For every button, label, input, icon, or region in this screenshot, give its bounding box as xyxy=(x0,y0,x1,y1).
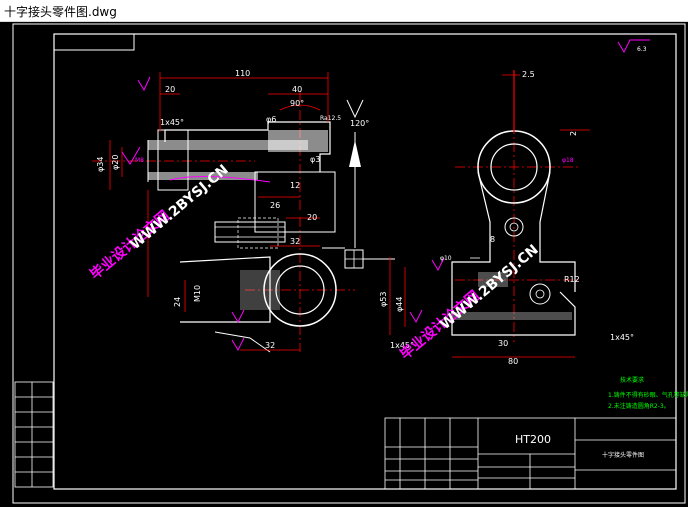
svg-text:32: 32 xyxy=(265,341,275,350)
svg-text:R12: R12 xyxy=(564,275,580,284)
svg-text:技术要求: 技术要求 xyxy=(620,376,644,384)
code-box xyxy=(53,33,135,51)
front-view-dimensions: 110 20 40 90° φ6 1x45° φ34 φ20 M8 12 φ3 … xyxy=(96,69,341,351)
svg-text:20: 20 xyxy=(307,213,317,222)
svg-text:24: 24 xyxy=(173,297,182,307)
svg-text:1.铸件不得有砂眼、气孔等缺陷。: 1.铸件不得有砂眼、气孔等缺陷。 xyxy=(608,391,688,399)
svg-text:110: 110 xyxy=(235,69,250,78)
svg-text:120°: 120° xyxy=(350,119,369,128)
svg-text:2: 2 xyxy=(569,131,578,136)
svg-text:1x45°: 1x45° xyxy=(610,333,634,342)
roughness-marks xyxy=(121,76,445,352)
inner-border xyxy=(53,33,677,490)
svg-text:6.3: 6.3 xyxy=(637,46,647,53)
svg-text:Ra12.5: Ra12.5 xyxy=(320,115,341,122)
part-name-label: 十字接头零件图 xyxy=(602,451,644,459)
svg-text:8: 8 xyxy=(490,235,495,244)
svg-text:φ18: φ18 xyxy=(562,157,574,164)
left-stamp-block xyxy=(14,381,54,488)
front-view xyxy=(92,92,395,353)
svg-text:φ44: φ44 xyxy=(395,297,404,312)
material-label: HT200 xyxy=(515,433,551,446)
svg-text:φ53: φ53 xyxy=(379,292,388,307)
svg-text:12: 12 xyxy=(290,181,300,190)
svg-text:26: 26 xyxy=(270,201,280,210)
svg-text:32: 32 xyxy=(290,237,300,246)
svg-text:40: 40 xyxy=(292,85,302,94)
watermark-right: 毕业设计论文网 WWW.2BYSJ.CN xyxy=(397,242,542,363)
svg-text:1x45°: 1x45° xyxy=(160,118,184,127)
svg-text:2.5: 2.5 xyxy=(522,70,535,79)
window-titlebar: 十字接头零件图.dwg xyxy=(0,0,688,22)
window-title: 十字接头零件图.dwg xyxy=(4,5,117,19)
svg-text:M8: M8 xyxy=(135,157,144,164)
svg-text:80: 80 xyxy=(508,357,518,366)
svg-text:90°: 90° xyxy=(290,99,304,108)
drawing-sheet: 6.3 xyxy=(12,23,688,504)
side-view-dimensions: 2.5 2 φ18 8 φ53 φ44 30 80 R12 1x45° 1x45… xyxy=(350,70,634,366)
corner-roughness-symbol: 6.3 xyxy=(617,39,650,54)
svg-text:2.未注铸造圆角R2-3。: 2.未注铸造圆角R2-3。 xyxy=(608,402,670,410)
svg-text:φ10: φ10 xyxy=(440,255,452,262)
outer-border xyxy=(12,23,686,504)
svg-text:φ20: φ20 xyxy=(111,155,120,170)
svg-text:30: 30 xyxy=(498,339,508,348)
svg-text:20: 20 xyxy=(165,85,175,94)
svg-text:M10: M10 xyxy=(193,285,202,302)
svg-text:φ3: φ3 xyxy=(310,155,320,164)
svg-text:φ6: φ6 xyxy=(266,115,276,124)
watermark-left: 毕业设计论文网 WWW.2BYSJ.CN xyxy=(87,162,232,283)
title-block xyxy=(384,417,677,490)
svg-text:φ34: φ34 xyxy=(96,157,105,172)
svg-text:1x45°: 1x45° xyxy=(390,341,414,350)
technical-requirements: 技术要求 1.铸件不得有砂眼、气孔等缺陷。 2.未注铸造圆角R2-3。 xyxy=(608,376,688,410)
cad-drawing-canvas[interactable]: 6.3 xyxy=(0,22,688,507)
